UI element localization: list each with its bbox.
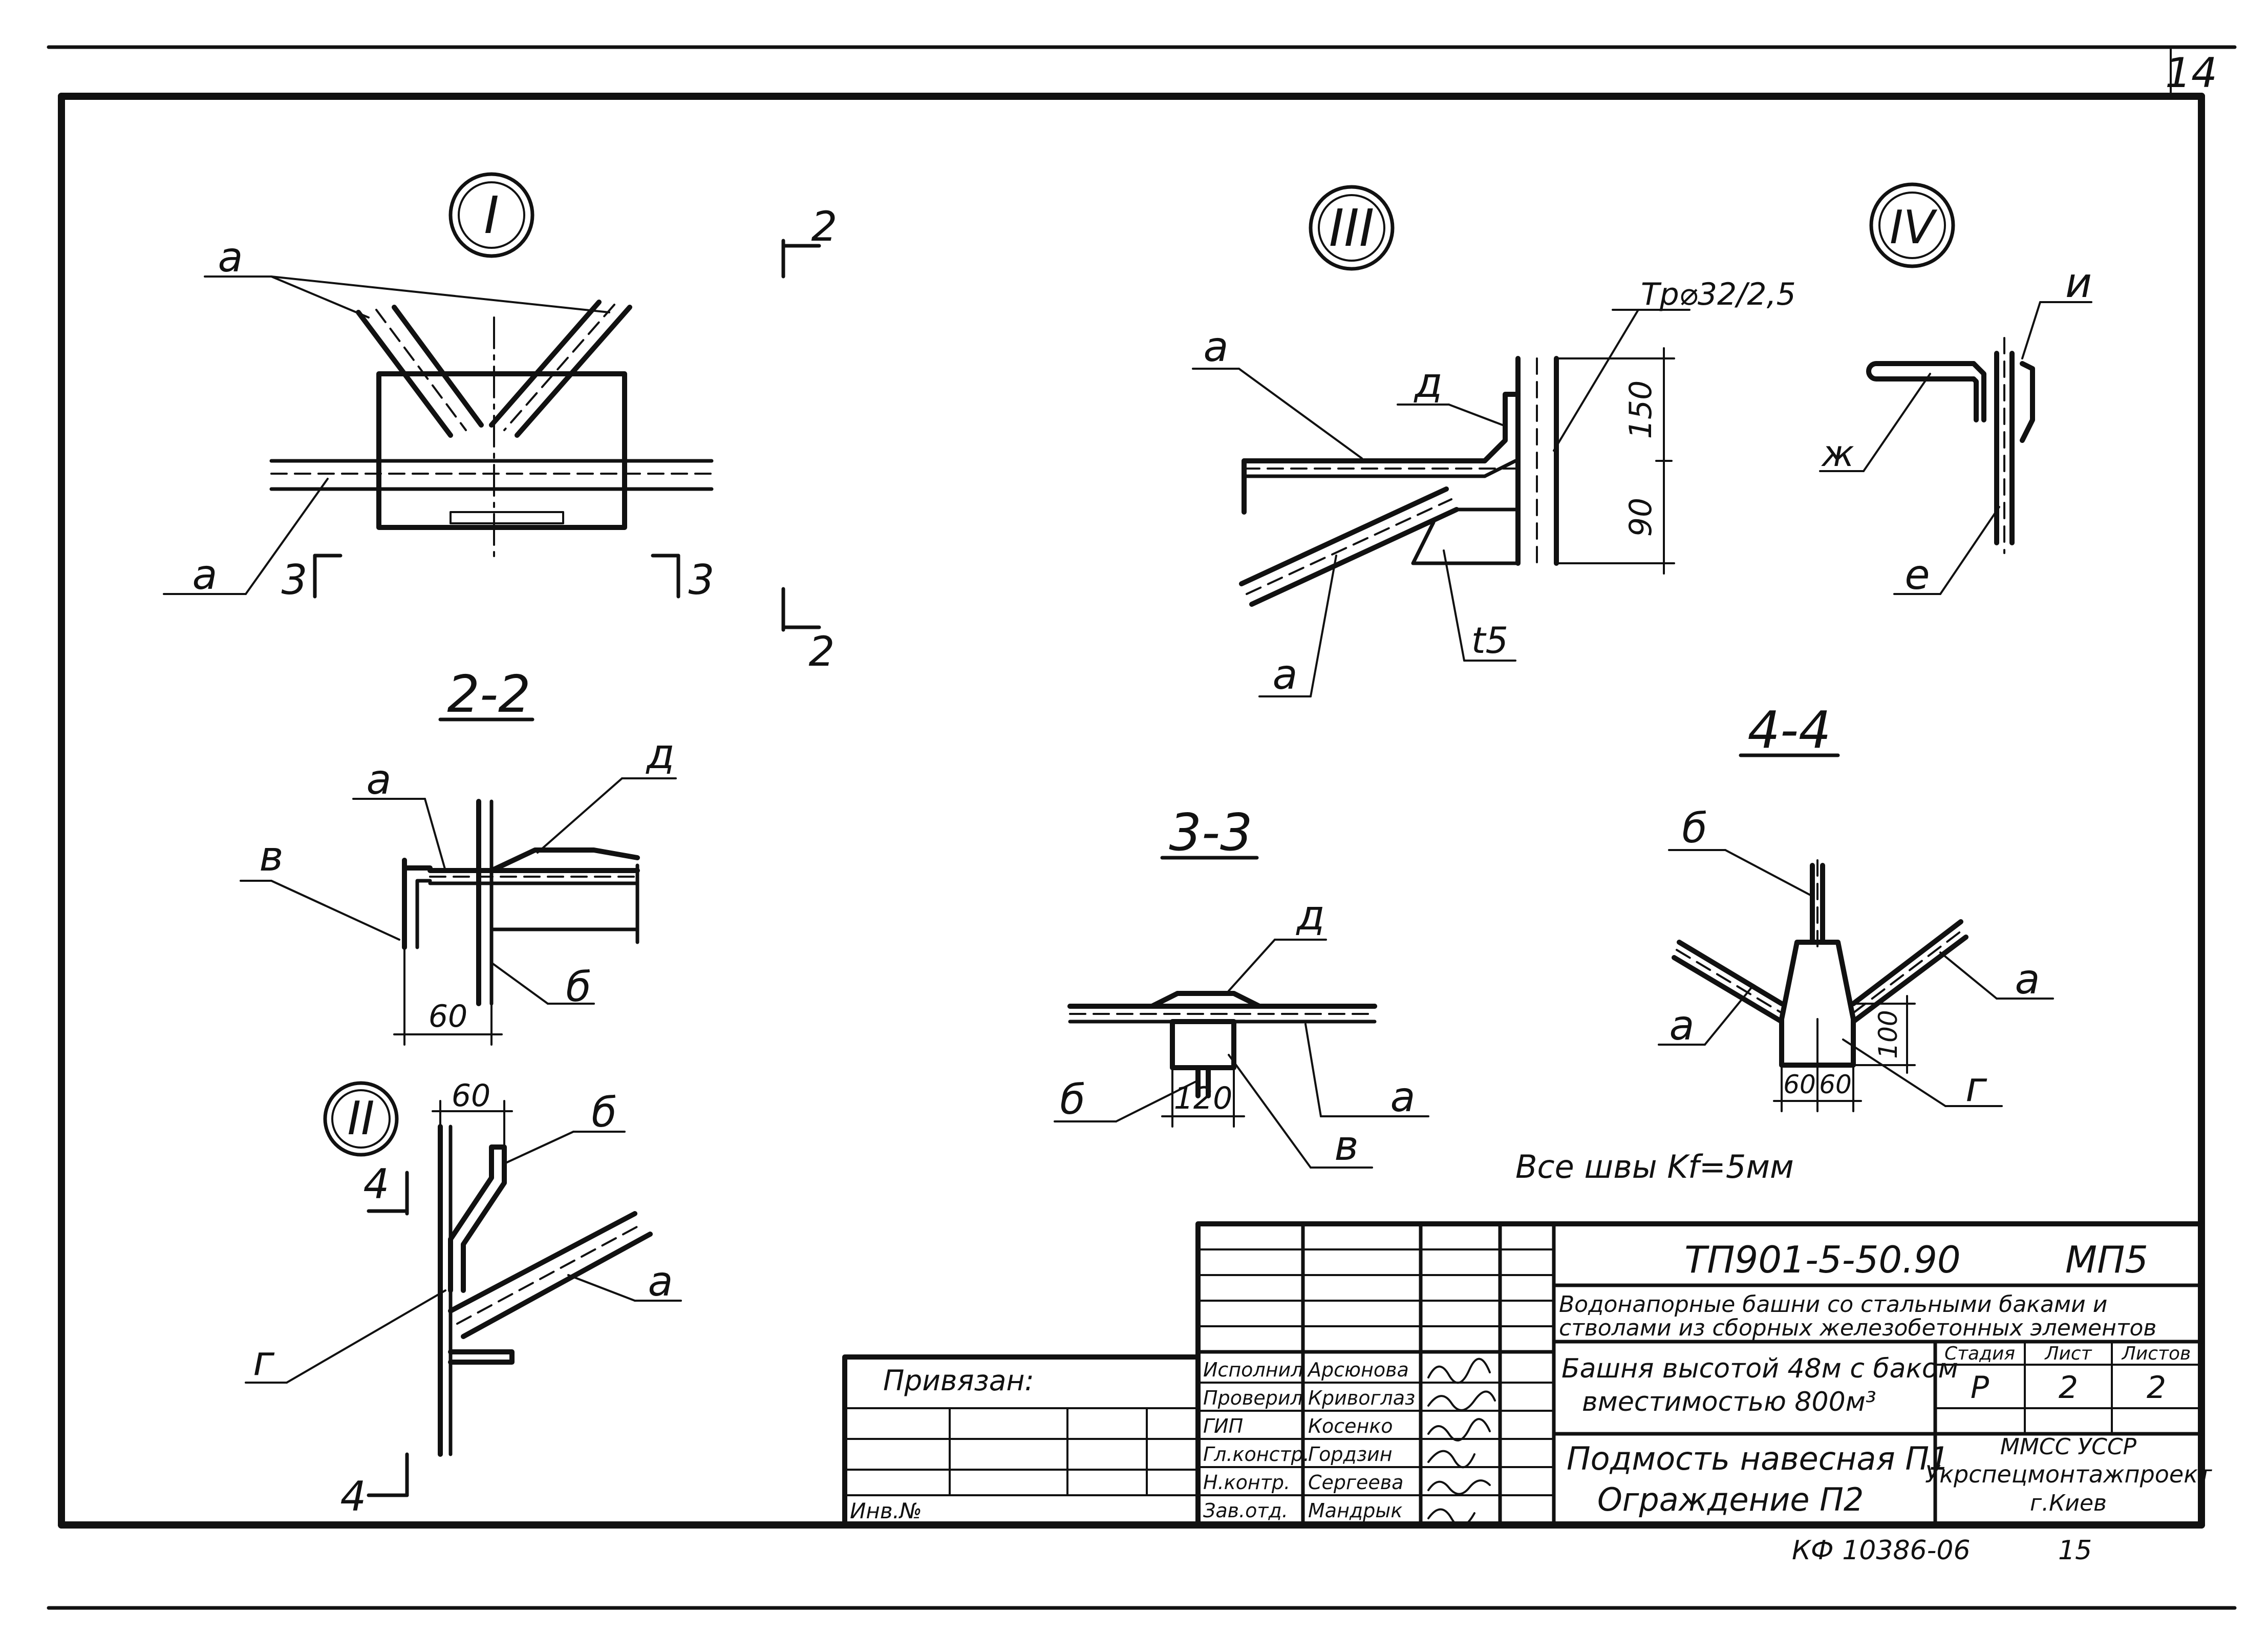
sheet-header: Лист: [2044, 1343, 2092, 1364]
view-node-3: III 150 90 Тр⌀32/2,5 д а: [1192, 185, 1796, 698]
dim-60: 60: [429, 999, 467, 1034]
leader-zh: ж: [1821, 433, 1854, 475]
leader-a: а: [218, 234, 243, 281]
sig-role: Зав.отд.: [1203, 1499, 1288, 1522]
sig-role: ГИП: [1203, 1415, 1243, 1437]
project-desc: Водонапорные башни со стальными баками и: [1559, 1291, 2107, 1318]
object-name: Башня высотой 48м с баком: [1561, 1353, 1958, 1384]
sheets-header: Листов: [2121, 1343, 2191, 1364]
project-code: ТП901-5-50.90: [1684, 1238, 1960, 1281]
sig-role: Гл.констр.: [1203, 1443, 1310, 1466]
view-label: II: [347, 1092, 374, 1146]
leader-g: г: [1965, 1063, 1987, 1111]
sig-name: Кривоглаз: [1308, 1387, 1415, 1409]
footer-code: КФ 10386-06: [1792, 1535, 1971, 1566]
dim-60: 60: [1783, 1070, 1816, 1099]
title-block: Привязан: Инв.№ Исполнил Арсюнова Провер…: [842, 1221, 2212, 1528]
leader-a: а: [648, 1258, 673, 1305]
sheet-value: 2: [2059, 1370, 2078, 1406]
leader-d: д: [1413, 359, 1442, 407]
leader-b: б: [1060, 1076, 1085, 1123]
leader-b: б: [1682, 804, 1707, 852]
dim-100: 100: [1873, 1010, 1903, 1058]
org-name: ММСС УССР: [2000, 1434, 2137, 1460]
leader-a: а: [366, 756, 391, 803]
sig-name: Сергеева: [1308, 1471, 1403, 1494]
sig-name: Косенко: [1308, 1415, 1393, 1437]
section-3-3: 3-3 120 д а б в: [1054, 802, 1429, 1170]
cut-mark-3: 3: [282, 556, 308, 604]
sig-role: Исполнил: [1203, 1359, 1303, 1381]
leader-g: г: [253, 1337, 275, 1385]
project-mark: МП5: [2065, 1238, 2148, 1281]
section-label: 3-3: [1169, 802, 1252, 862]
org-name: Укрспецмонтажпроект: [1925, 1460, 2212, 1488]
leader-b: б: [591, 1089, 616, 1136]
stage-value: Р: [1971, 1370, 1989, 1406]
section-label: 2-2: [447, 664, 530, 724]
corner-number: 14: [2165, 49, 2217, 97]
leader-a: а: [192, 551, 217, 599]
leader-b: б: [566, 963, 591, 1011]
object-name: вместимостью 800м³: [1582, 1387, 1876, 1417]
leader-e: е: [1905, 551, 1930, 599]
project-desc: стволами из сборных железобетонных элеме…: [1559, 1315, 2156, 1341]
dim-60: 60: [452, 1078, 490, 1114]
section-label: 4-4: [1747, 700, 1831, 760]
leader-d: д: [1295, 892, 1324, 939]
sheets-value: 2: [2147, 1370, 2166, 1406]
sig-role: Проверил: [1203, 1387, 1303, 1409]
sheet-title: Ограждение П2: [1597, 1481, 1864, 1518]
dim-t5: t5: [1471, 620, 1508, 662]
dim-120: 120: [1174, 1080, 1233, 1116]
org-city: г.Киев: [2030, 1490, 2107, 1516]
leader-i: и: [2065, 259, 2092, 307]
pipe-label: Тр⌀32/2,5: [1641, 277, 1796, 312]
sig-name: Гордзин: [1308, 1443, 1393, 1466]
sheet-title: Подмость навесная П1: [1567, 1440, 1949, 1477]
view-label: III: [1329, 198, 1374, 258]
view-label: IV: [1890, 201, 1938, 255]
sig-name: Мандрык: [1308, 1499, 1402, 1522]
dim-60: 60: [1819, 1070, 1852, 1099]
stage-header: Стадия: [1944, 1343, 2015, 1364]
weld-note: Все швы Kf=5мм: [1515, 1148, 1794, 1185]
signature-scribbles: [1427, 1358, 1496, 1528]
view-node-2: II 60 4 4 б а г: [245, 1078, 682, 1520]
leader-a: а: [2015, 956, 2040, 1003]
leader-v: в: [1334, 1122, 1358, 1170]
leader-d: д: [645, 730, 674, 778]
sig-name: Арсюнова: [1307, 1359, 1409, 1381]
dim-90: 90: [1623, 498, 1659, 537]
cut-mark-2: 2: [809, 628, 835, 675]
view-label: I: [484, 185, 499, 245]
dim-150: 150: [1623, 380, 1659, 439]
cut-mark-4: 4: [340, 1473, 367, 1520]
section-2-2: 2-2 60 а д в б: [240, 664, 677, 1046]
view-node-1: I а а 3 3 2 2: [163, 172, 838, 675]
sig-role: Н.контр.: [1203, 1471, 1290, 1494]
cut-mark-3: 3: [689, 556, 715, 604]
footer-number: 15: [2058, 1535, 2092, 1566]
leader-a: а: [1390, 1073, 1415, 1121]
leader-a: а: [1669, 1002, 1694, 1049]
inv-label: Инв.№: [850, 1498, 922, 1523]
leader-a: а: [1203, 323, 1228, 371]
view-node-4: IV и ж е: [1819, 182, 2092, 599]
leader-v: в: [259, 833, 283, 880]
leader-a: а: [1272, 651, 1297, 698]
cut-mark-2: 2: [811, 203, 838, 250]
cut-mark-4: 4: [363, 1160, 390, 1208]
section-4-4: 4-4 60 60 100 б а а: [1658, 700, 2054, 1112]
bound-label: Привязан:: [883, 1364, 1034, 1397]
